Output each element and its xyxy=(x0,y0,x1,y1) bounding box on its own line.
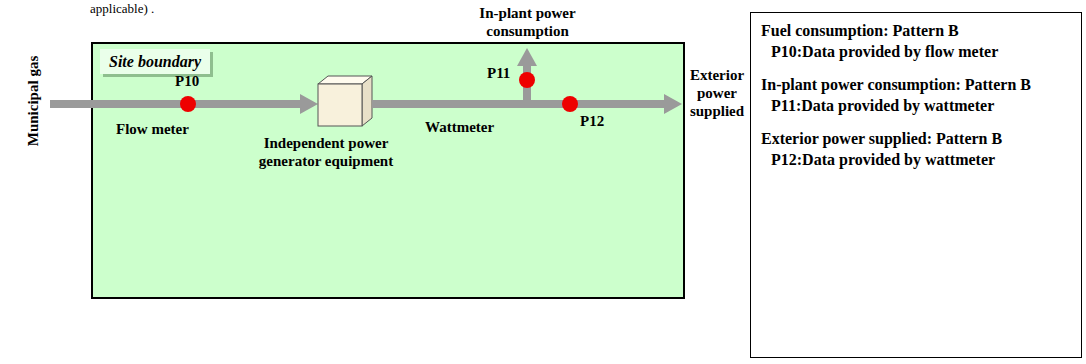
power-arrow xyxy=(372,100,666,108)
legend-heading: Fuel consumption: Pattern B xyxy=(761,21,1071,40)
region-title: Site boundary xyxy=(100,49,210,74)
legend-box: Fuel consumption: Pattern B P10:Data prov… xyxy=(750,12,1082,358)
callout-number: P10 xyxy=(175,72,215,90)
arrow-head xyxy=(517,48,537,66)
legend-detail: P12:Data provided by wattmeter xyxy=(771,150,1071,169)
equipment-name: Independent power generator equipment xyxy=(240,134,412,170)
generator-node: Independent power generator equipment xyxy=(240,134,412,172)
meter-name: Flow meter xyxy=(116,120,216,138)
measure-dot xyxy=(180,96,196,112)
callout-number: P11 xyxy=(487,64,521,82)
gas-arrow xyxy=(50,100,302,108)
site-area xyxy=(92,43,684,298)
input-name: Municipal gas xyxy=(24,51,42,151)
output-name: Exterior power supplied xyxy=(687,66,747,120)
legend-detail: P11:Data provided by wattmeter xyxy=(771,96,1071,115)
output-name: In-plant power consumption xyxy=(445,4,610,40)
arrow-head xyxy=(300,94,318,114)
arrow-head xyxy=(664,94,682,114)
measure-dot xyxy=(562,96,578,112)
cube-side xyxy=(362,76,372,126)
legend-heading: Exterior power supplied: Pattern B xyxy=(761,129,1071,148)
cut-note: applicable) . xyxy=(90,0,210,18)
callout-number: P12 xyxy=(580,112,620,130)
cube-front xyxy=(318,84,362,126)
legend-detail: P10:Data provided by flow meter xyxy=(771,42,1071,61)
legend-heading: In-plant power consumption: Pattern B xyxy=(761,75,1071,94)
measure-dot xyxy=(519,72,535,88)
meter-name: Wattmeter xyxy=(425,118,525,136)
